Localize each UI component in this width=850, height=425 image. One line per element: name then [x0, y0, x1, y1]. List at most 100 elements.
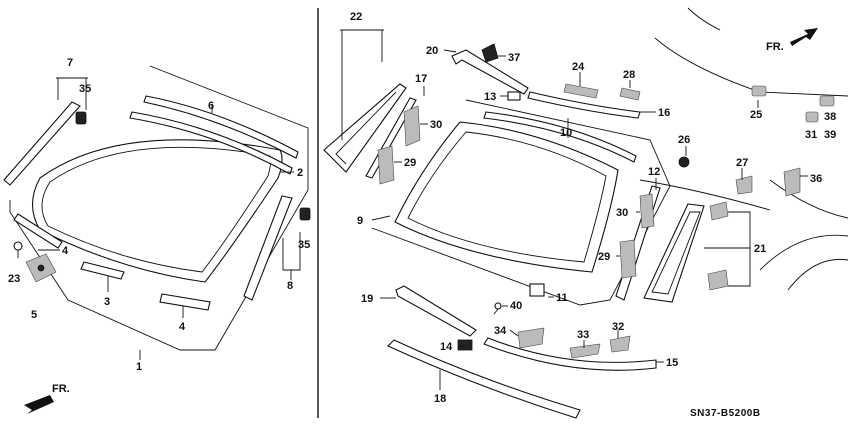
spacer-part-3	[80, 261, 125, 280]
bracket-part-34	[517, 327, 545, 349]
bracket-part-30-upper	[403, 105, 421, 147]
callout-20: 20	[426, 45, 438, 57]
callout-22: 22	[350, 11, 362, 23]
callout-26: 26	[678, 134, 690, 146]
callout-28: 28	[623, 69, 635, 81]
front-direction-arrow-right: FR.	[766, 28, 818, 53]
callout-36: 36	[810, 173, 822, 185]
screw-part-40	[493, 302, 502, 315]
clip-part-27	[735, 175, 753, 195]
clip-part-32	[609, 335, 631, 353]
pillar-trim-part-22	[323, 83, 407, 173]
callout-9: 9	[357, 215, 363, 227]
front-windshield-inner-edge	[41, 146, 272, 273]
callout-19: 19	[361, 293, 373, 305]
clip-part-13	[507, 91, 521, 101]
bracket-part-33	[569, 343, 601, 359]
bracket-part-21-upper	[709, 201, 729, 221]
callout-32: 32	[612, 321, 624, 333]
molding-part-20	[451, 49, 529, 95]
molding-part-15	[483, 337, 657, 371]
rear-window-group	[323, 7, 849, 419]
front-molding-part-2	[129, 111, 293, 175]
callout-21: 21	[754, 243, 766, 255]
body-outline-d	[639, 179, 771, 211]
callout-23: 23	[8, 273, 20, 285]
bracket-part-21-lower	[707, 269, 729, 291]
callout-29-upper: 29	[404, 157, 416, 169]
fr-label-left: FR.	[52, 383, 70, 395]
callout-30-lower: 30	[616, 207, 628, 219]
roof-outline-top	[687, 7, 721, 31]
callout-25: 25	[750, 109, 762, 121]
lower-molding-part-18	[387, 339, 581, 419]
rear-window-inner-edge	[407, 131, 607, 263]
clip-part-14	[457, 339, 473, 351]
callout-14: 14	[440, 341, 453, 353]
clip-part-38	[819, 95, 835, 107]
callout-27: 27	[736, 157, 748, 169]
front-left-side-molding	[3, 101, 81, 186]
roof-outline	[654, 37, 849, 97]
clip-part-37	[481, 43, 499, 63]
front-right-side-molding	[243, 195, 293, 301]
clip-part-35-lower	[299, 207, 311, 221]
front-upper-molding-part-6	[143, 95, 299, 159]
body-outline-b	[759, 234, 849, 271]
callout-16: 16	[658, 107, 670, 119]
front-direction-arrow-left: FR.	[24, 383, 70, 414]
callout-18: 18	[434, 393, 446, 405]
bracket-part-5	[25, 253, 57, 283]
callout-30-upper: 30	[430, 119, 442, 131]
molding-part-16	[527, 91, 641, 119]
screw-part-23	[13, 241, 23, 258]
bracket-part-29-lower	[619, 239, 637, 279]
body-outline-a	[769, 179, 849, 219]
front-windshield-group	[3, 65, 311, 360]
callout-3: 3	[104, 296, 110, 308]
callout-37: 37	[508, 52, 520, 64]
clip-part-25	[751, 85, 767, 97]
callout-33: 33	[577, 329, 589, 341]
callout-39: 39	[824, 129, 836, 141]
callout-12: 12	[648, 166, 660, 178]
clip-part-28	[619, 87, 641, 101]
clip-part-31	[805, 111, 819, 123]
callout-24: 24	[572, 61, 585, 73]
fr-label-right: FR.	[766, 41, 784, 53]
callout-34: 34	[494, 325, 507, 337]
clip-part-35-upper	[75, 111, 87, 125]
callout-1: 1	[136, 361, 142, 373]
callout-8: 8	[287, 280, 293, 292]
callout-2: 2	[297, 167, 303, 179]
callout-10: 10	[560, 127, 572, 139]
callout-35-lower: 35	[298, 239, 310, 251]
bracket-part-36	[783, 167, 801, 197]
diagram-code: SN37-B5200B	[690, 408, 761, 419]
rear-window-glass	[394, 121, 619, 273]
dam-rubber-part-4-right	[159, 293, 211, 311]
callout-38: 38	[824, 111, 836, 123]
front-assembly-outline	[9, 65, 309, 351]
callout-17: 17	[415, 73, 427, 85]
rear-upper-molding-part-10	[483, 111, 637, 163]
callout-7: 7	[67, 57, 73, 69]
callout-6: 6	[208, 100, 214, 112]
callout-4-left: 4	[62, 245, 69, 257]
callout-31: 31	[805, 129, 817, 141]
lower-molding-part-19	[395, 285, 477, 337]
callout-13: 13	[484, 91, 496, 103]
callout-35-upper: 35	[79, 83, 91, 95]
callout-4-right: 4	[179, 321, 186, 333]
callout-5: 5	[31, 309, 37, 321]
clip-part-24	[563, 83, 599, 99]
body-outline-c	[787, 258, 849, 291]
callout-11: 11	[556, 292, 568, 304]
dam-rubber-part-4-left	[13, 213, 63, 249]
spacer-part-11	[529, 283, 545, 297]
bracket-part-29-upper	[377, 145, 395, 185]
callout-40: 40	[510, 300, 522, 312]
callout-29-lower: 29	[598, 251, 610, 263]
clip-part-26	[678, 156, 690, 168]
